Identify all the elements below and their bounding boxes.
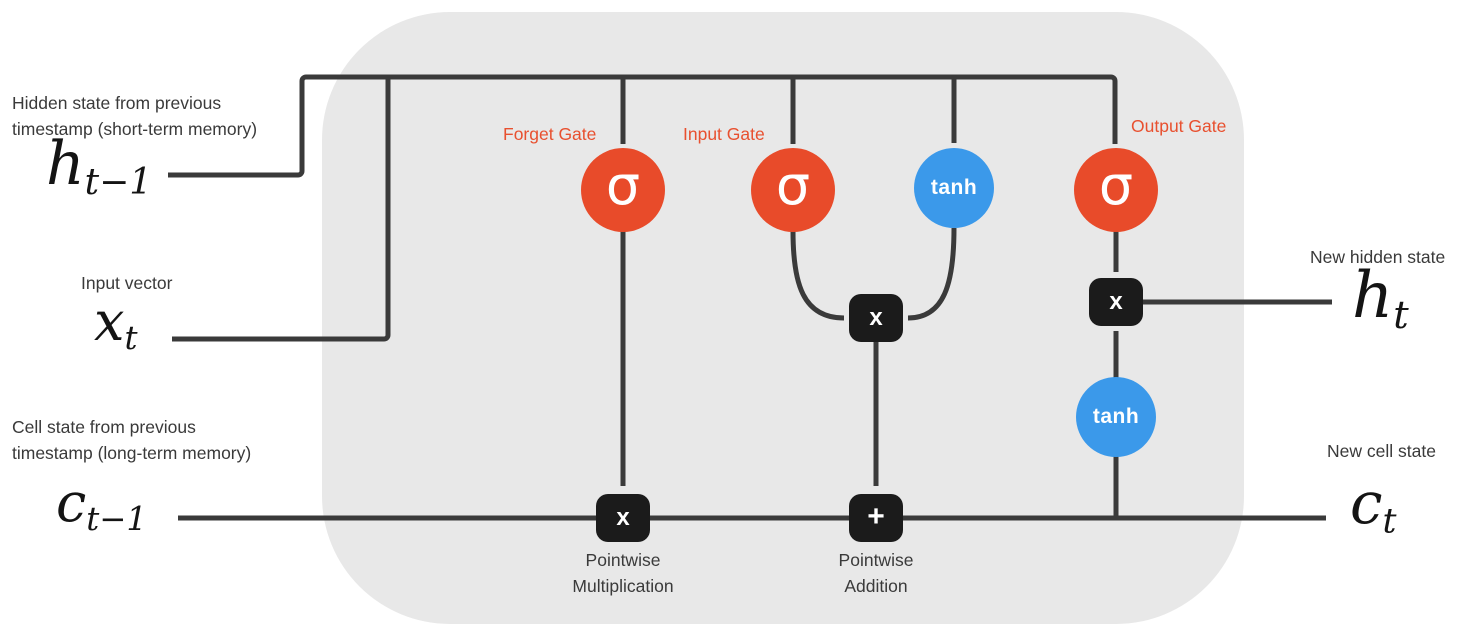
new-cell-state-caption: New cell state	[1327, 441, 1436, 461]
cell-state-caption-line1: Cell state from previous	[12, 417, 196, 437]
pointwise-addition-line2: Addition	[844, 576, 908, 596]
c-prev-base: c	[56, 471, 87, 534]
c-t-subscript: t	[1382, 501, 1397, 542]
output-multiply-op: x	[1089, 278, 1143, 326]
h-prev-subscript: t−1	[84, 162, 153, 204]
sigma-symbol: σ	[775, 154, 811, 217]
wire-input-vector-riser	[172, 79, 391, 342]
input-vector-caption: Input vector	[81, 273, 173, 293]
c-t-symbol: ct	[1350, 474, 1396, 540]
output-gate-label: Output Gate	[1131, 116, 1227, 136]
plus-symbol: +	[867, 499, 885, 533]
x-t-symbol: xt	[94, 295, 138, 358]
cell-multiply-op: x	[596, 494, 650, 542]
output-gate-node: σ	[1074, 148, 1158, 232]
hidden-state-caption: Hidden state from previous timestamp (sh…	[12, 90, 257, 142]
sigma-symbol: σ	[605, 154, 641, 217]
c-t-base: c	[1350, 469, 1383, 537]
input-multiply-op: x	[849, 294, 903, 342]
x-t-subscript: t	[124, 319, 138, 358]
wire-hidden-state-bus	[168, 74, 1118, 178]
tanh-symbol: tanh	[930, 176, 978, 199]
input-gate-node: σ	[751, 148, 835, 232]
h-t-symbol: ht	[1352, 264, 1409, 335]
pointwise-multiplication-caption: Pointwise Multiplication	[523, 547, 723, 599]
pointwise-addition-caption: Pointwise Addition	[776, 547, 976, 599]
c-prev-symbol: ct−1	[56, 476, 148, 539]
tanh-symbol: tanh	[1092, 405, 1140, 428]
multiply-symbol: x	[1109, 288, 1123, 315]
hidden-state-caption-line2: timestamp (short-term memory)	[12, 119, 258, 139]
cell-add-op: +	[849, 494, 903, 542]
candidate-tanh-node: tanh	[914, 148, 994, 228]
wire-input-gate-to-multiply	[790, 230, 845, 321]
h-prev-base: h	[46, 129, 85, 199]
x-t-base: x	[94, 290, 125, 353]
output-tanh-node: tanh	[1076, 377, 1156, 457]
new-hidden-state-caption: New hidden state	[1310, 247, 1446, 267]
h-t-subscript: t	[1393, 292, 1409, 338]
h-prev-symbol: ht−1	[46, 134, 152, 201]
multiply-symbol: x	[616, 504, 630, 531]
cell-state-caption-line2: timestamp (long-term memory)	[12, 443, 252, 463]
input-gate-label: Input Gate	[683, 124, 765, 144]
h-t-base: h	[1352, 259, 1394, 333]
multiply-symbol: x	[869, 304, 883, 331]
forget-gate-node: σ	[581, 148, 665, 232]
forget-gate-label: Forget Gate	[503, 124, 597, 144]
hidden-state-caption-line1: Hidden state from previous	[12, 93, 222, 113]
cell-state-caption: Cell state from previous timestamp (long…	[12, 414, 251, 466]
sigma-symbol: σ	[1098, 154, 1134, 217]
pointwise-addition-line1: Pointwise	[838, 550, 914, 570]
pointwise-multiplication-line1: Pointwise	[585, 550, 661, 570]
c-prev-subscript: t−1	[86, 500, 148, 539]
wire-tanh-to-multiply	[907, 227, 957, 321]
pointwise-multiplication-line2: Multiplication	[572, 576, 674, 596]
